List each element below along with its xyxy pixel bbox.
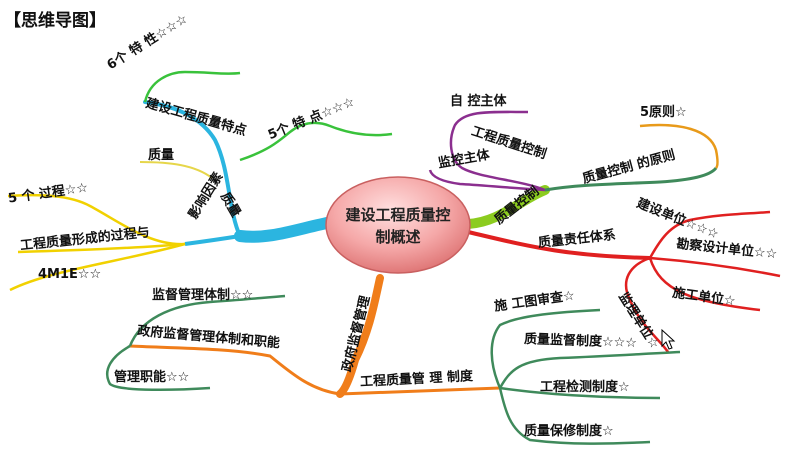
connector-center-responsibility bbox=[467, 230, 651, 260]
label-testing: 工程检测制度☆ bbox=[540, 380, 630, 395]
label-quality-word: 质量 bbox=[148, 148, 175, 163]
connector-control-principles bbox=[544, 166, 718, 192]
connector-testing bbox=[499, 386, 661, 400]
label-gov-duties: 管理职能☆☆ bbox=[114, 370, 190, 385]
connector-control-supervisor bbox=[428, 169, 546, 192]
page-heading: 【思维导图】 bbox=[4, 11, 106, 31]
label-gov-system: 监督管理体制☆☆ bbox=[152, 288, 254, 303]
label-self-control: 自 控主体 bbox=[450, 94, 507, 109]
connector-six-features bbox=[143, 70, 241, 103]
center-title-line1: 建设工程质量控 bbox=[345, 206, 451, 224]
connector-warranty bbox=[498, 387, 651, 445]
connector-government-duties bbox=[105, 344, 211, 392]
connector-4m1e bbox=[9, 242, 186, 292]
connector-responsibility-construction bbox=[648, 210, 771, 259]
center-title: 建设工程质量控 制概述 bbox=[328, 204, 468, 248]
cursor-icon bbox=[661, 328, 676, 350]
label-five-principles: 5原则☆ bbox=[640, 105, 687, 120]
connector-center-control bbox=[463, 185, 550, 229]
connector-responsibility-supervision bbox=[624, 256, 670, 353]
label-4m1e: 4M1E☆☆ bbox=[38, 267, 102, 282]
connector-formation-process bbox=[17, 242, 186, 254]
label-warranty: 质量保修制度☆ bbox=[524, 424, 614, 439]
connector-systems bbox=[339, 386, 501, 396]
connector-responsibility-survey bbox=[649, 256, 781, 278]
connector-control-self bbox=[449, 110, 546, 192]
connector-five-processes bbox=[7, 193, 186, 246]
connector-responsibility-builder bbox=[648, 257, 761, 312]
connector-government-system-duties bbox=[129, 344, 341, 396]
connector-supervision-system bbox=[498, 350, 681, 389]
connector-quality-influence bbox=[184, 234, 241, 246]
connector-drawing-review bbox=[490, 308, 601, 389]
connector-five-principles bbox=[639, 123, 719, 169]
connector-five-features bbox=[239, 121, 393, 162]
center-title-line2: 制概述 bbox=[375, 228, 421, 246]
center-node bbox=[325, 176, 471, 274]
connector-quality-word bbox=[139, 161, 213, 179]
connector-center-quality bbox=[234, 216, 338, 243]
connector-quality-characteristics bbox=[143, 100, 242, 238]
connector-center-government bbox=[336, 274, 384, 398]
connector-government-system bbox=[128, 294, 286, 347]
